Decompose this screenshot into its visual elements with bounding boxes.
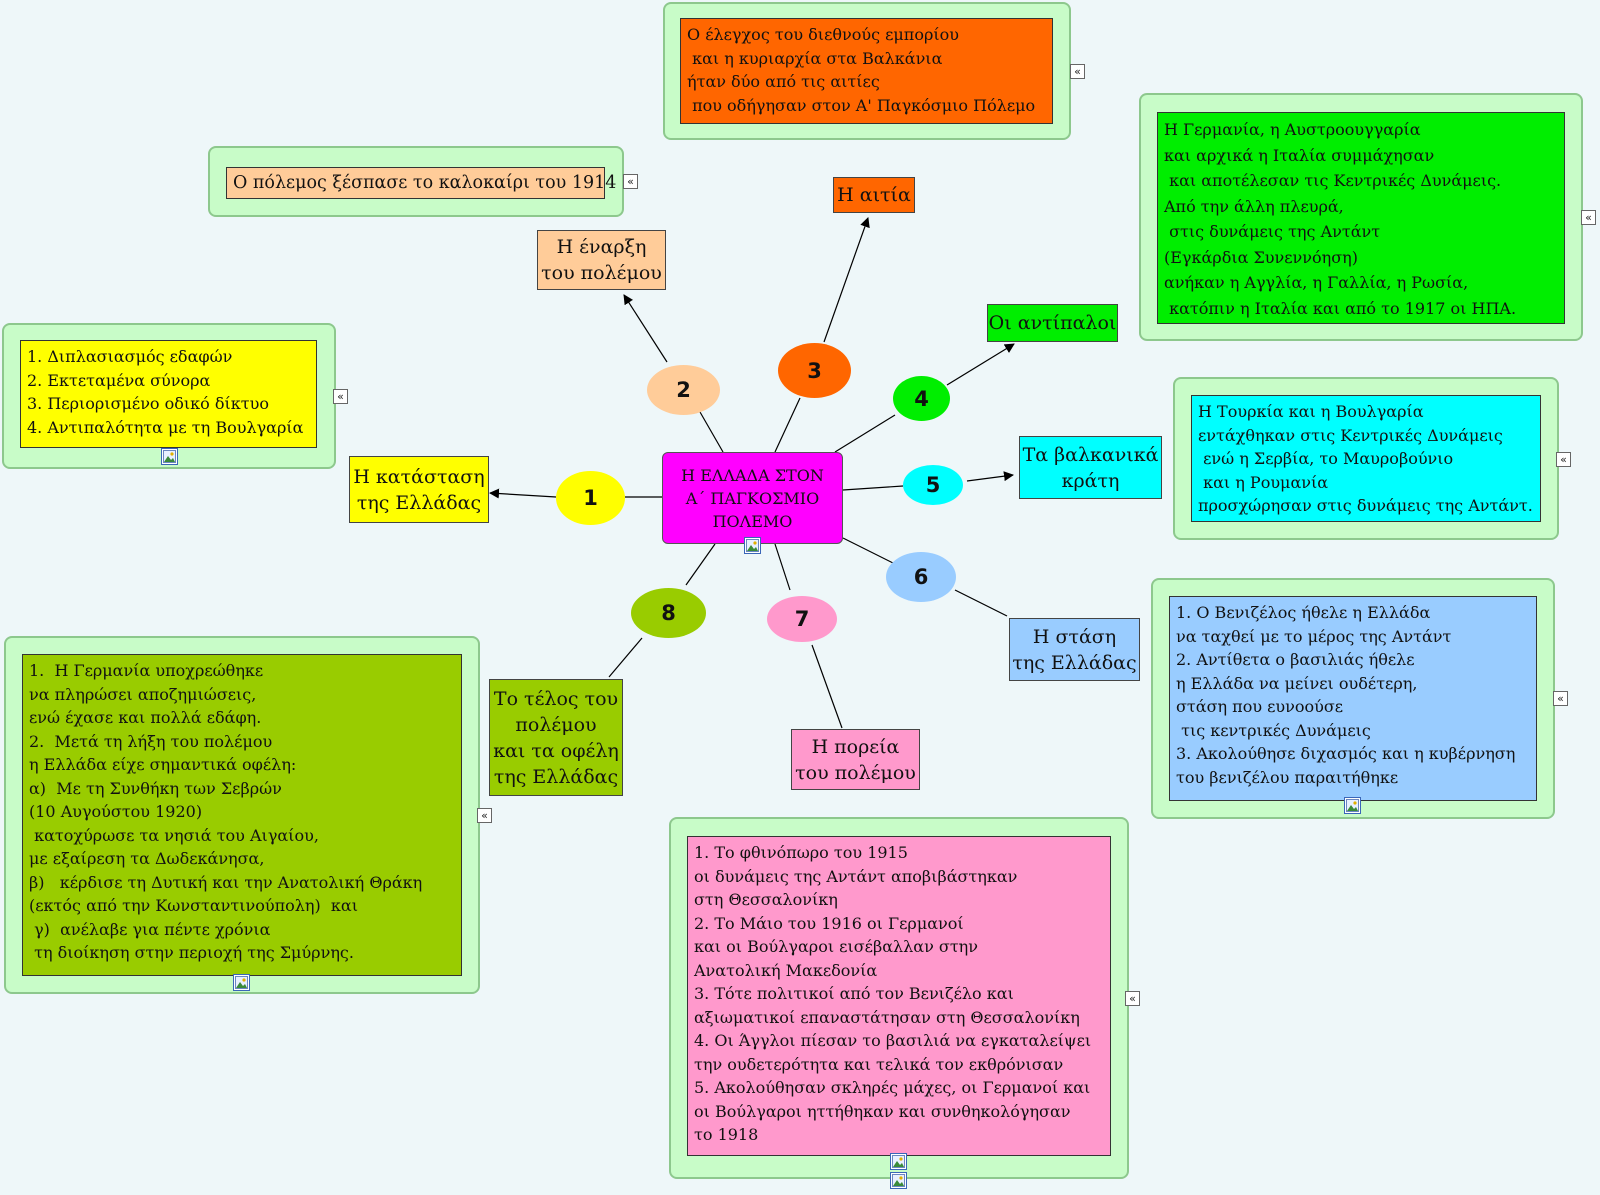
note-line: (10 Αυγούστου 1920) [29, 802, 203, 821]
image-attachment-icon[interactable] [233, 974, 250, 991]
collapse-balkans-button[interactable]: « [1556, 452, 1571, 467]
note-line: 1. Το φθινόπωρο του 1915 [694, 843, 908, 862]
note-line: με εξαίρεση τα Δωδεκάνησα, [29, 849, 265, 868]
note-line: να ταχθεί με το μέρος της Αντάντ [1176, 626, 1452, 646]
note-line: εντάχθηκαν στις Κεντρικές Δυνάμεις [1198, 425, 1503, 445]
image-attachment-icon[interactable] [744, 537, 761, 554]
note-line: την ουδετερότητα και τελικά τον εκθρόνισ… [694, 1054, 1064, 1074]
note-line: Η Τουρκία και η Βουλγαρία [1198, 402, 1424, 421]
note-line: προσχώρησαν στις δυνάμεις της Αντάντ. [1198, 496, 1533, 515]
note-line: (Εγκάρδια Συνεννόηση) [1164, 247, 1358, 267]
branch-number-1[interactable]: 1 [556, 471, 625, 525]
note-line: Ο έλεγχος του διεθνούς εμπορίου [687, 25, 959, 44]
note-line: τις κεντρικές Δυνάμεις [1176, 720, 1371, 740]
note-line: η Ελλάδα να μείνει ουδέτερη, [1176, 673, 1418, 693]
branch-number-7[interactable]: 7 [767, 596, 837, 642]
note-line: τη διοίκηση στην περιοχή της Σμύρνης. [29, 943, 354, 962]
note-line: ενώ η Σερβία, το Μαυροβούνιο [1198, 449, 1454, 468]
note-line: ενώ έχασε και πολλά εδάφη. [29, 708, 262, 727]
note-line: γ) ανέλαβε για πέντε χρόνια [29, 919, 271, 939]
note-line: 3. Περιορισμένο οδικό δίκτυο [27, 394, 270, 413]
topic-greek-stance[interactable]: Η στάση της Ελλάδας [1009, 618, 1140, 681]
note-line: ανήκαν η Αγγλία, η Γαλλία, η Ρωσία, [1164, 273, 1469, 292]
note-line: κατόπιν η Ιταλία και από το 1917 οι ΗΠΑ. [1164, 298, 1517, 318]
note-line: και η κυριαρχία στα Βαλκάνια [687, 48, 943, 68]
topic-start-of-war[interactable]: Η έναρξη του πολέμου [537, 230, 666, 290]
note-line: 2. Εκτεταμένα σύνορα [27, 370, 211, 390]
note-line: 2. Το Μάιο του 1916 οι Γερμανοί [694, 913, 964, 933]
note-line: Η Γερμανία, η Αυστροουγγαρία [1164, 120, 1421, 139]
note-line: 2. Μετά τη λήξη του πολέμου [29, 731, 273, 751]
branch-number-5[interactable]: 5 [903, 465, 963, 505]
image-attachment-icon[interactable] [161, 448, 178, 465]
branch-number-6[interactable]: 6 [886, 552, 956, 602]
note-line: ήταν δύο από τις αιτίες [687, 72, 880, 91]
topic-opponents[interactable]: Οι αντίπαλοι [987, 304, 1118, 342]
note-line: αξιωματικοί επαναστάτησαν στη Θεσσαλονίκ… [694, 1007, 1080, 1027]
note-line: 5. Ακολούθησαν σκληρές μάχες, οι Γερμανο… [694, 1078, 1091, 1097]
collapse-stance-button[interactable]: « [1553, 691, 1568, 706]
note-line: α) Με τη Συνθήκη των Σεβρών [29, 778, 282, 798]
branch-number-8[interactable]: 8 [631, 588, 706, 638]
branch-number-2[interactable]: 2 [647, 365, 720, 415]
note-line: οι δυνάμεις της Αντάντ αποβιβάστηκαν [694, 866, 1018, 886]
topic-balkan-states[interactable]: Τα βαλκανικά κράτη [1019, 436, 1162, 499]
collapse-opponents-button[interactable]: « [1581, 210, 1596, 225]
note-line: 1. Ο Βενιζέλος ήθελε η Ελλάδα [1176, 603, 1431, 622]
note-course[interactable]: 1. Το φθινόπωρο του 1915 οι δυνάμεις της … [687, 836, 1111, 1156]
note-balkans[interactable]: Η Τουρκία και η Βουλγαρία εντάχθηκαν στις… [1191, 395, 1541, 522]
note-line: η Ελλάδα είχε σημαντικά οφέλη: [29, 755, 297, 774]
topic-end-and-benefits[interactable]: Το τέλος του πολέμου και τα οφέλη της Ελ… [489, 679, 623, 796]
note-line: 2. Αντίθετα ο βασιλιάς ήθελε [1176, 650, 1415, 669]
note-line: στις δυνάμεις της Αντάντ [1164, 222, 1381, 241]
note-line: Από την άλλη πλευρά, [1164, 196, 1344, 216]
note-line: να πληρώσει αποζημιώσεις, [29, 684, 257, 704]
note-line: και οι Βούλγαροι εισέβαλλαν στην [694, 937, 978, 956]
note-line: Ο πόλεμος ξέσπασε το καλοκαίρι του 1914 [233, 173, 617, 193]
note-opponents[interactable]: Η Γερμανία, η Αυστροουγγαρία και αρχικά η… [1157, 112, 1565, 324]
note-line: 1. Η Γερμανία υποχρεώθηκε [29, 661, 264, 680]
note-line: 3. Ακολούθησε διχασμός και η κυβέρνηση [1176, 744, 1516, 763]
topic-cause[interactable]: Η αιτία [833, 177, 915, 213]
note-line: 1. Διπλασιασμός εδαφών [27, 347, 233, 366]
branch-number-4[interactable]: 4 [893, 376, 950, 421]
collapse-state-button[interactable]: « [333, 389, 348, 404]
note-line: β) κέρδισε τη Δυτική και την Ανατολική Θ… [29, 872, 423, 892]
collapse-end-button[interactable]: « [477, 808, 492, 823]
central-topic[interactable]: Η ΕΛΛΑΔΑ ΣΤΟΝ Α΄ ΠΑΓΚΟΣΜΙΟ ΠΟΛΕΜΟ [662, 452, 843, 544]
topic-state-of-greece[interactable]: Η κατάσταση της Ελλάδας [349, 456, 489, 523]
note-line: 3. Τότε πολιτικοί από τον Βενιζέλο και [694, 984, 1014, 1003]
note-state[interactable]: 1. Διπλασιασμός εδαφών 2. Εκτεταμένα σύνο… [20, 340, 317, 448]
image-attachment-icon[interactable] [890, 1153, 907, 1170]
note-end[interactable]: 1. Η Γερμανία υποχρεώθηκε να πληρώσει απο… [22, 654, 462, 976]
collapse-cause-button[interactable]: « [1070, 64, 1085, 79]
note-line: του βενιζέλου παραιτήθηκε [1176, 767, 1399, 787]
note-line: Ανατολική Μακεδονία [694, 960, 878, 980]
collapse-start-button[interactable]: « [623, 174, 638, 189]
note-cause[interactable]: Ο έλεγχος του διεθνούς εμπορίου και η κυ… [680, 18, 1053, 124]
collapse-course-button[interactable]: « [1125, 991, 1140, 1006]
branch-number-3[interactable]: 3 [778, 343, 851, 398]
note-line: κατοχύρωσε τα νησιά του Αιγαίου, [29, 825, 319, 845]
note-line: 4. Οι Άγγλοι πίεσαν το βασιλιά να εγκατα… [694, 1031, 1092, 1050]
note-line: το 1918 [694, 1125, 759, 1144]
topic-course-of-war[interactable]: Η πορεία του πολέμου [791, 729, 920, 790]
note-line: και αποτέλεσαν τις Κεντρικές Δυνάμεις. [1164, 171, 1502, 190]
image-attachment-icon[interactable] [1344, 797, 1361, 814]
note-line: στη Θεσσαλονίκη [694, 890, 838, 909]
note-line: και αρχικά η Ιταλία συμμάχησαν [1164, 145, 1435, 165]
note-line: και η Ρουμανία [1198, 472, 1329, 492]
image-attachment-icon[interactable] [890, 1172, 907, 1189]
note-line: (εκτός από την Κωνσταντινούπολη) και [29, 896, 358, 915]
note-line: στάση που ευνοούσε [1176, 697, 1344, 716]
note-stance[interactable]: 1. Ο Βενιζέλος ήθελε η Ελλάδα να ταχθεί μ… [1169, 596, 1537, 801]
note-line: οι Βούλγαροι ηττήθηκαν και συνθηκολόγησα… [694, 1101, 1071, 1121]
note-line: που οδήγησαν στον Α' Παγκόσμιο Πόλεμο [687, 95, 1036, 115]
note-line: 4. Αντιπαλότητα με τη Βουλγαρία [27, 417, 304, 437]
note-start[interactable]: Ο πόλεμος ξέσπασε το καλοκαίρι του 1914 [226, 167, 617, 199]
